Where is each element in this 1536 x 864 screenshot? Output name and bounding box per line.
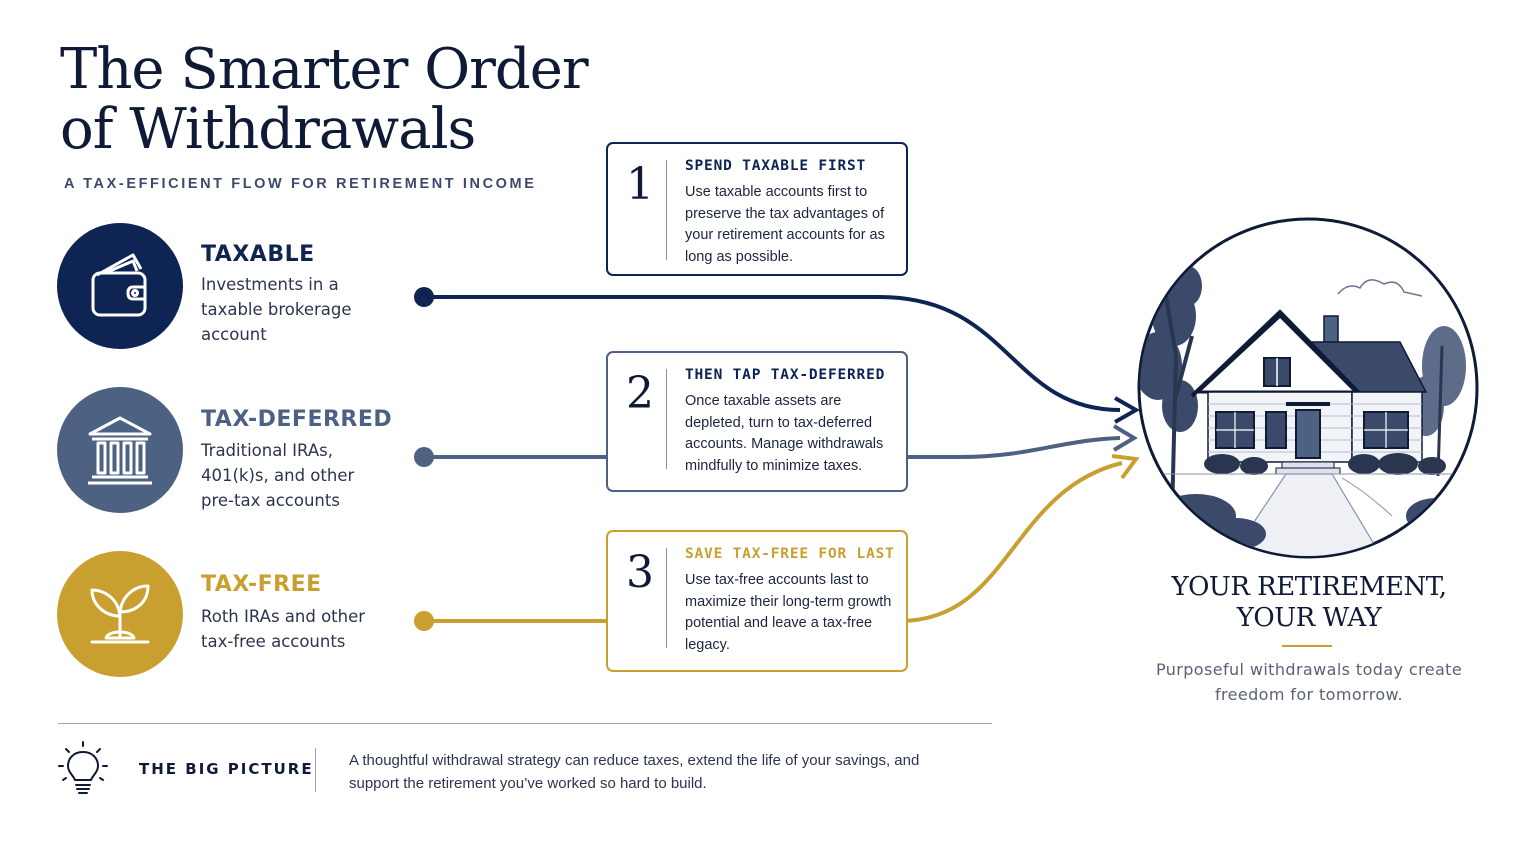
flow-line-tax-free — [424, 461, 1123, 623]
step-number: 2 — [626, 368, 654, 419]
step-divider — [666, 369, 667, 469]
flow-start-tax-free — [414, 611, 434, 631]
footer-rule — [58, 723, 992, 724]
step-divider — [666, 548, 667, 648]
step-text: Use tax-free accounts last to maximize t… — [685, 572, 892, 653]
step-text: Once taxable assets are depleted, turn t… — [685, 393, 884, 474]
page-subtitle: A TAX-EFFICIENT FLOW FOR RETIREMENT INCO… — [64, 176, 537, 192]
page-title: The Smarter Order of Withdrawals — [60, 37, 589, 162]
step-text: Use taxable accounts first to preserve t… — [685, 184, 885, 265]
flow-arrowhead-taxable — [1114, 396, 1141, 424]
step-title: THEN TAP TAX-DEFERRED — [685, 367, 886, 383]
footer-divider — [315, 748, 316, 792]
step-number: 3 — [626, 547, 654, 598]
retirement-divider — [1282, 645, 1332, 647]
flow-start-taxable — [414, 287, 434, 307]
step-title: SAVE TAX-FREE FOR LAST — [685, 546, 895, 562]
lightbulb-icon — [58, 741, 108, 794]
big-picture-text: A thoughtful withdrawal strategy can red… — [349, 752, 920, 792]
category-desc-tax-deferred: Traditional IRAs, 401(k)s, and other pre… — [201, 441, 355, 510]
retirement-text: Purposeful withdrawals today create free… — [1155, 660, 1463, 704]
step-card-3: 3 SAVE TAX-FREE FOR LAST Use tax-free ac… — [606, 530, 908, 672]
step-card-1: 1 SPEND TAXABLE FIRST Use taxable accoun… — [606, 142, 908, 276]
big-picture-label: THE BIG PICTURE — [139, 760, 314, 778]
flow-arrowhead-tax-free — [1111, 454, 1140, 480]
house-illustration — [1137, 217, 1479, 559]
flow-start-tax-deferred — [414, 447, 434, 467]
bank-icon — [57, 387, 183, 513]
category-desc-taxable: Investments in a taxable brokerage accou… — [201, 275, 352, 344]
step-divider — [666, 160, 667, 260]
flow-line-tax-deferred — [424, 436, 1121, 459]
step-number: 1 — [626, 159, 654, 210]
retirement-title: YOUR RETIREMENT, YOUR WAY — [1171, 572, 1447, 633]
step-card-2: 2 THEN TAP TAX-DEFERRED Once taxable ass… — [606, 351, 908, 492]
flow-line-taxable — [424, 295, 1121, 412]
category-desc-tax-free: Roth IRAs and other tax-free accounts — [201, 607, 366, 651]
flow-arrowhead-tax-deferred — [1112, 424, 1138, 452]
category-title-tax-free: TAX-FREE — [201, 572, 322, 597]
wallet-icon — [57, 223, 183, 349]
category-title-taxable: TAXABLE — [201, 242, 315, 267]
category-title-tax-deferred: TAX-DEFERRED — [201, 407, 393, 432]
step-title: SPEND TAXABLE FIRST — [685, 158, 867, 174]
sprout-icon — [57, 551, 183, 677]
